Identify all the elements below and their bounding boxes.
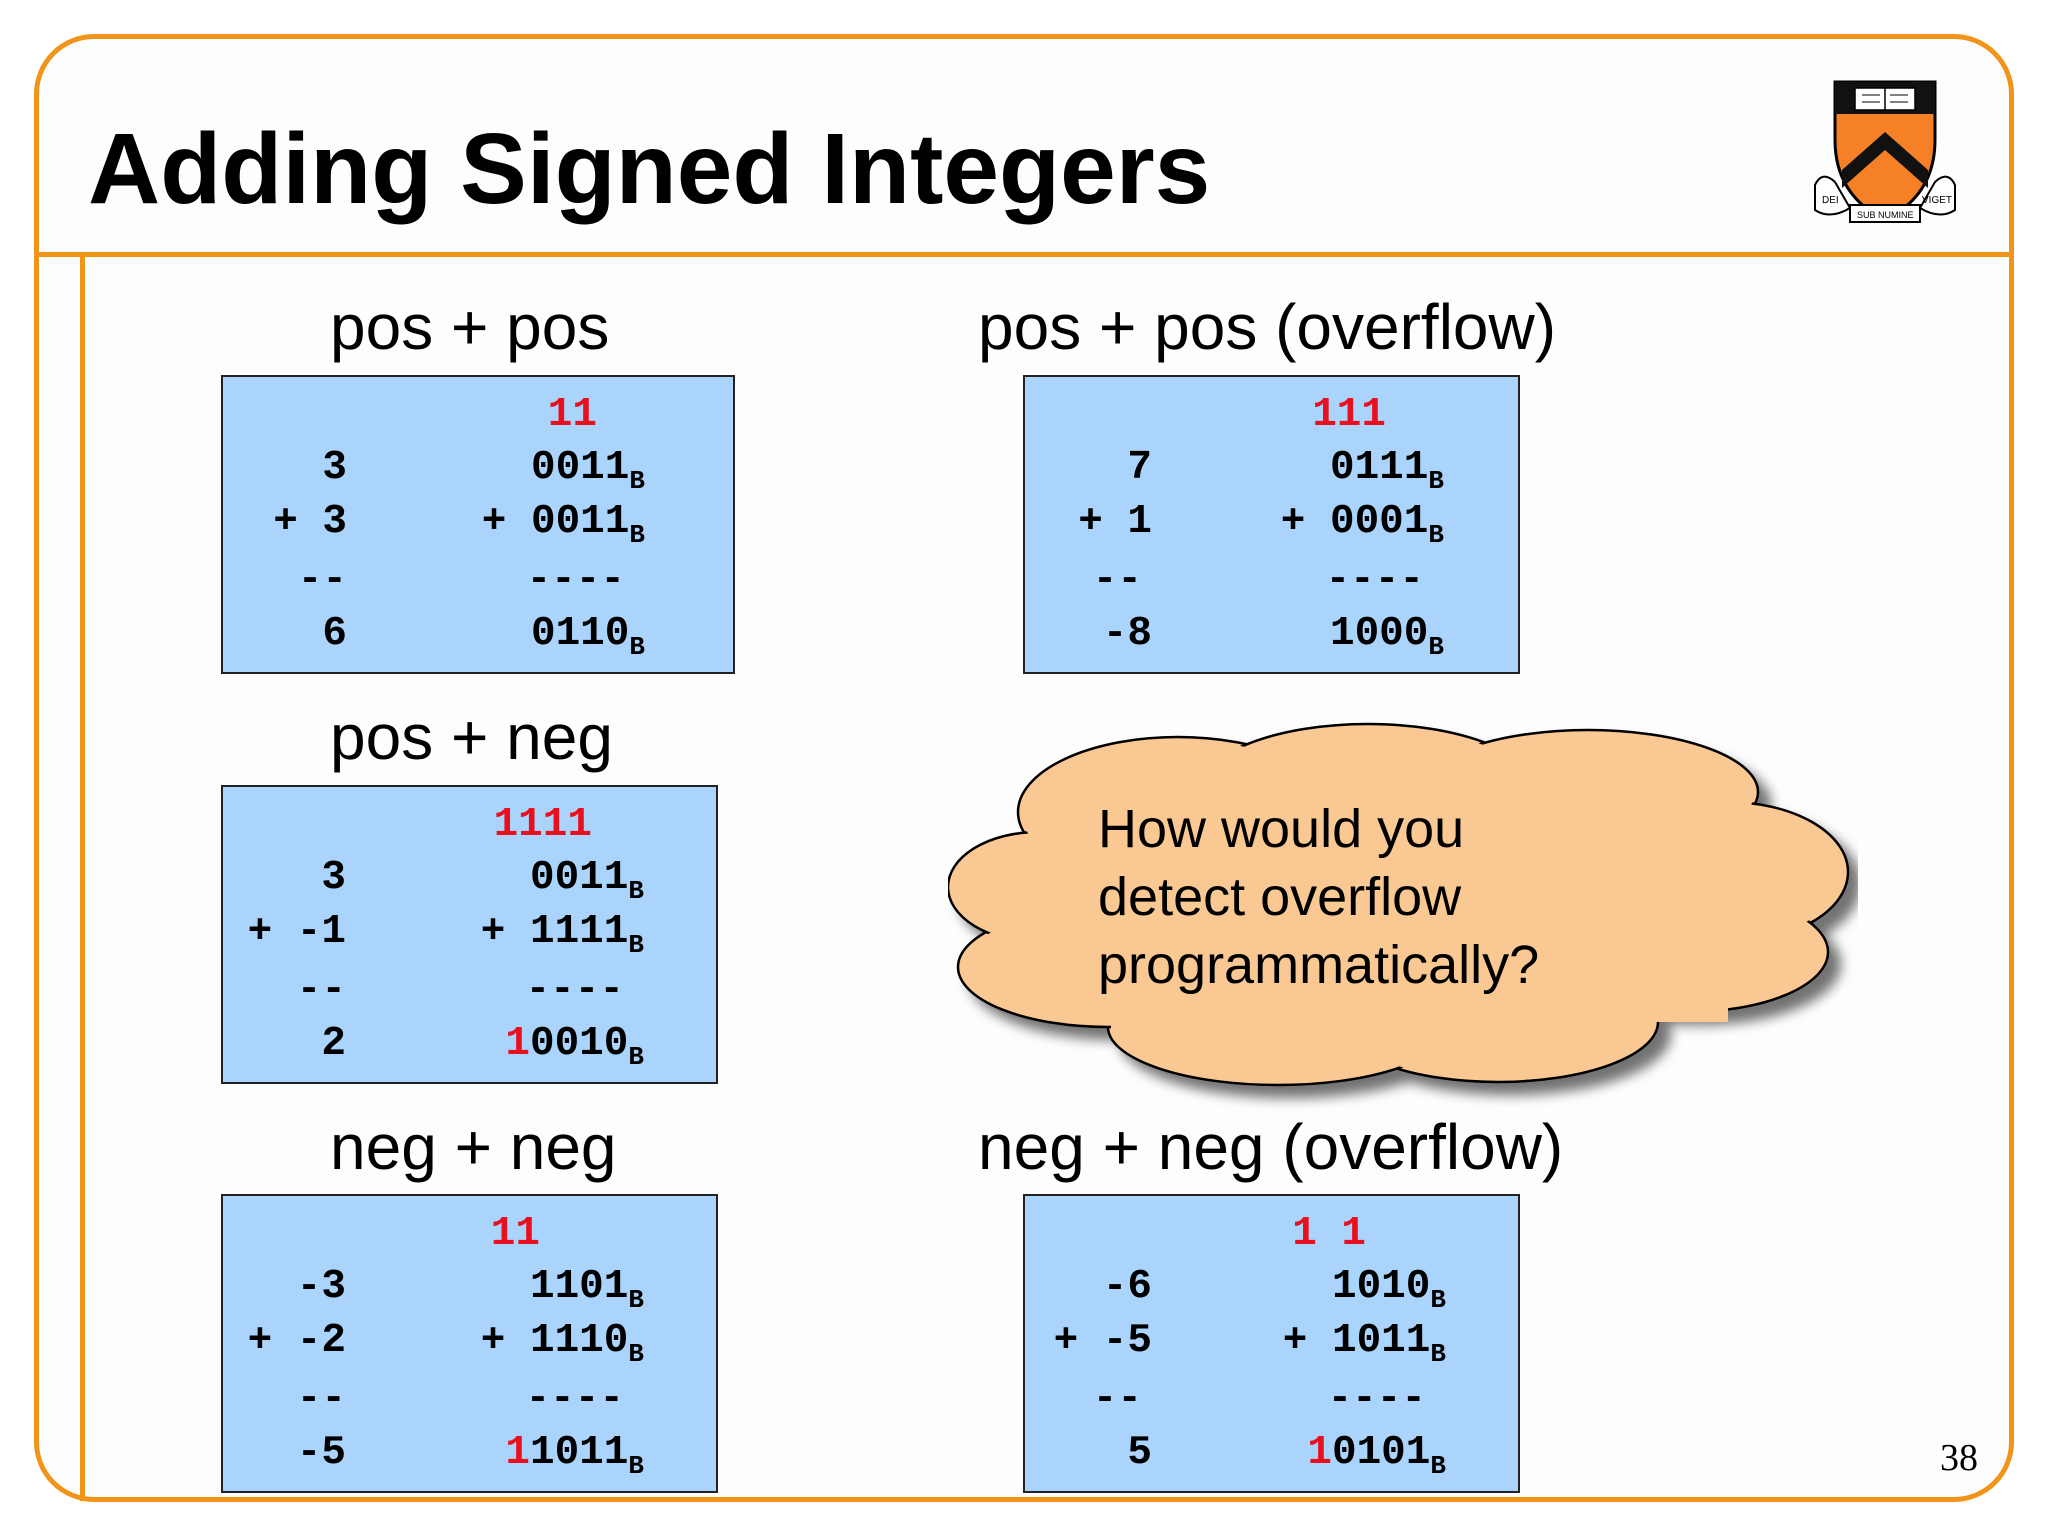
cloud-line-2: detect overflow: [1098, 867, 1462, 927]
binary-operand-b: + 1011B: [1282, 1318, 1446, 1369]
decimal-operand-a: 3: [322, 445, 347, 491]
decimal-sum: -8: [1102, 611, 1152, 657]
slide-title: Adding Signed Integers: [88, 113, 1211, 225]
decimal-operand-b: + -1: [247, 909, 346, 955]
binary-operand-a: 0111B: [1329, 445, 1444, 496]
page-number: 38: [1940, 1437, 1978, 1479]
cloud-line-1: How would you: [1098, 799, 1465, 859]
decimal-operand-a: -3: [296, 1264, 346, 1310]
binary-sum: 11011B: [505, 1430, 644, 1481]
crest-scroll-center: SUB NUMINE: [1857, 210, 1914, 220]
binary-rule: ----: [525, 967, 624, 1013]
carry-row: 11: [547, 392, 597, 438]
binary-sum: 0110B: [530, 611, 645, 662]
binary-operand-b: + 1111B: [480, 909, 644, 960]
decimal-operand-a: 7: [1127, 445, 1152, 491]
decimal-rule: --: [296, 1376, 346, 1422]
binary-rule: ----: [525, 1376, 624, 1422]
title-divider: [34, 252, 2014, 257]
decimal-rule: --: [297, 557, 347, 603]
crest-scroll-left: DEI: [1822, 195, 1839, 206]
binary-operand-a: 1010B: [1331, 1264, 1446, 1315]
binary-rule: ----: [1325, 557, 1424, 603]
binary-operand-a: 0011B: [530, 445, 645, 496]
carry-row: 11: [490, 1211, 540, 1257]
carry-row: 1111: [493, 802, 592, 848]
label-neg-neg: neg + neg: [330, 1111, 617, 1183]
decimal-sum: 6: [322, 611, 347, 657]
cloud-question: How would you detect overflow programmat…: [1098, 795, 1539, 999]
decimal-operand-a: 3: [321, 855, 346, 901]
label-pos-pos: pos + pos: [330, 291, 610, 363]
label-pos-neg: pos + neg: [330, 701, 613, 773]
crest-scroll-right: VIGET: [1922, 195, 1952, 206]
label-pos-pos-overflow: pos + pos (overflow): [978, 291, 1557, 363]
binary-sum: 10101B: [1307, 1430, 1446, 1481]
decimal-operand-b: + -2: [247, 1318, 346, 1364]
decimal-operand-b: + 1: [1078, 499, 1152, 545]
binary-rule: ----: [526, 557, 625, 603]
decimal-rule: --: [1092, 557, 1142, 603]
binary-rule: ----: [1327, 1376, 1426, 1422]
left-margin-rule: [80, 257, 85, 1501]
binary-operand-b: + 1110B: [480, 1318, 644, 1369]
label-neg-neg-overflow: neg + neg (overflow): [978, 1111, 1564, 1183]
decimal-sum: 5: [1127, 1430, 1152, 1476]
cloud-line-3: programmatically?: [1098, 935, 1540, 995]
binary-sum: 1000B: [1329, 611, 1444, 662]
decimal-sum: 2: [321, 1021, 346, 1067]
decimal-operand-b: + 3: [273, 499, 347, 545]
thought-cloud: [948, 722, 1850, 1087]
carry-row: 111: [1312, 392, 1386, 438]
binary-sum: 10010B: [505, 1021, 644, 1072]
decimal-operand-b: + -5: [1053, 1318, 1152, 1364]
decimal-rule: --: [1092, 1376, 1142, 1422]
binary-operand-a: 0011B: [529, 855, 644, 906]
binary-operand-b: + 0001B: [1280, 499, 1444, 550]
binary-operand-a: 1101B: [529, 1264, 644, 1315]
decimal-rule: --: [296, 967, 346, 1013]
carry-row: 1 1: [1292, 1211, 1366, 1257]
decimal-sum: -5: [296, 1430, 346, 1476]
binary-operand-b: + 0011B: [481, 499, 645, 550]
decimal-operand-a: -6: [1102, 1264, 1152, 1310]
princeton-shield-icon: DEI SUB NUMINE VIGET: [1814, 80, 1956, 223]
